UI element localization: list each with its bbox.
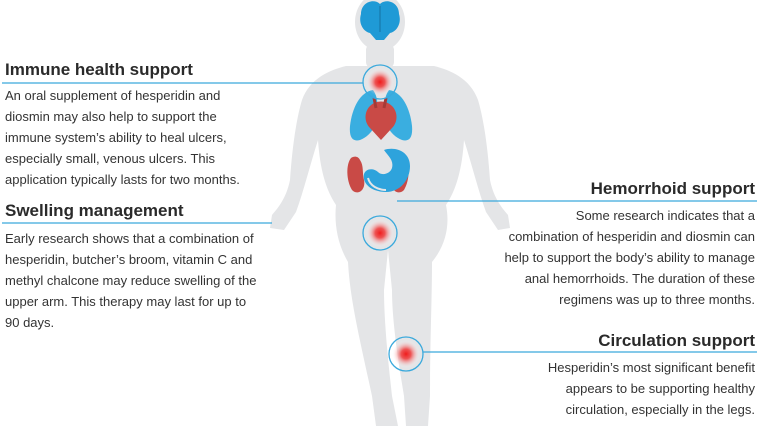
hemorrhoid-support-title: Hemorrhoid support	[590, 179, 755, 198]
callout-immune-health: Immune health support An oral supplement…	[5, 60, 295, 190]
hotspot-hemorrhoid	[362, 215, 398, 251]
hemorrhoid-support-description: Some research indicates that a combinati…	[504, 208, 755, 307]
leader-lines	[2, 82, 757, 353]
swelling-management-description: Early research shows that a combination …	[5, 231, 257, 330]
brain-icon	[360, 1, 400, 41]
circulation-support-description: Hesperidin’s most significant benefit ap…	[547, 360, 755, 417]
immune-health-title: Immune health support	[5, 60, 193, 79]
hotspot-circulation	[388, 336, 424, 372]
swelling-management-title: Swelling management	[5, 201, 184, 220]
callout-circulation-support: Circulation support Hesperidin’s most si…	[455, 331, 755, 420]
stomach-icon	[363, 148, 410, 192]
circulation-support-title: Circulation support	[598, 331, 755, 350]
hotspot-immune	[362, 64, 398, 100]
callout-swelling-management: Swelling management Early research shows…	[5, 201, 295, 333]
immune-health-description: An oral supplement of hesperidin and dio…	[5, 88, 240, 187]
callout-hemorrhoid-support: Hemorrhoid support Some research indicat…	[455, 179, 755, 310]
heart-icon	[365, 97, 397, 140]
